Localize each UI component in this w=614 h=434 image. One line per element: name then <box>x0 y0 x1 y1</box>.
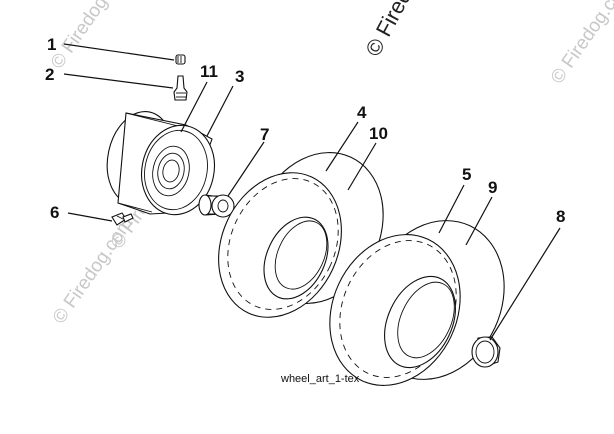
valve-cap-part <box>175 54 186 65</box>
leader-11 <box>180 81 208 133</box>
callout-6: 6 <box>50 203 59 222</box>
watermark-3: © Firedog.com <box>49 214 138 328</box>
watermark-5: © Firedog.com <box>547 0 614 88</box>
callout-2: 2 <box>45 65 54 84</box>
watermark-main: © Firedog <box>360 0 428 60</box>
callout-7: 7 <box>260 125 269 144</box>
rear-tire-part <box>329 220 505 386</box>
leader-6 <box>67 212 113 222</box>
valve-stem-part <box>173 75 188 101</box>
callout-3: 3 <box>235 67 244 86</box>
hub-cap-part <box>471 336 501 368</box>
callout-5: 5 <box>462 165 471 184</box>
bushing-part <box>198 194 235 218</box>
leader-1 <box>63 43 175 61</box>
leader-2 <box>63 73 174 89</box>
leader-7 <box>227 141 265 197</box>
callout-10: 10 <box>369 124 388 143</box>
callout-4: 4 <box>357 103 367 122</box>
figure-caption: wheel_art_1-tex <box>280 373 360 385</box>
callout-8: 8 <box>556 207 565 226</box>
callout-1: 1 <box>47 35 56 54</box>
bolt-part <box>111 212 134 226</box>
leader-5 <box>438 184 465 234</box>
leader-8 <box>489 227 561 341</box>
callout-11: 11 <box>200 62 218 81</box>
callout-9: 9 <box>488 178 497 197</box>
leader-9 <box>465 196 493 246</box>
leader-3 <box>206 85 234 137</box>
watermark-1: © Firedog.com <box>47 0 136 73</box>
rim-part <box>106 110 215 216</box>
leader-4 <box>325 121 359 172</box>
leader-10 <box>347 142 377 191</box>
